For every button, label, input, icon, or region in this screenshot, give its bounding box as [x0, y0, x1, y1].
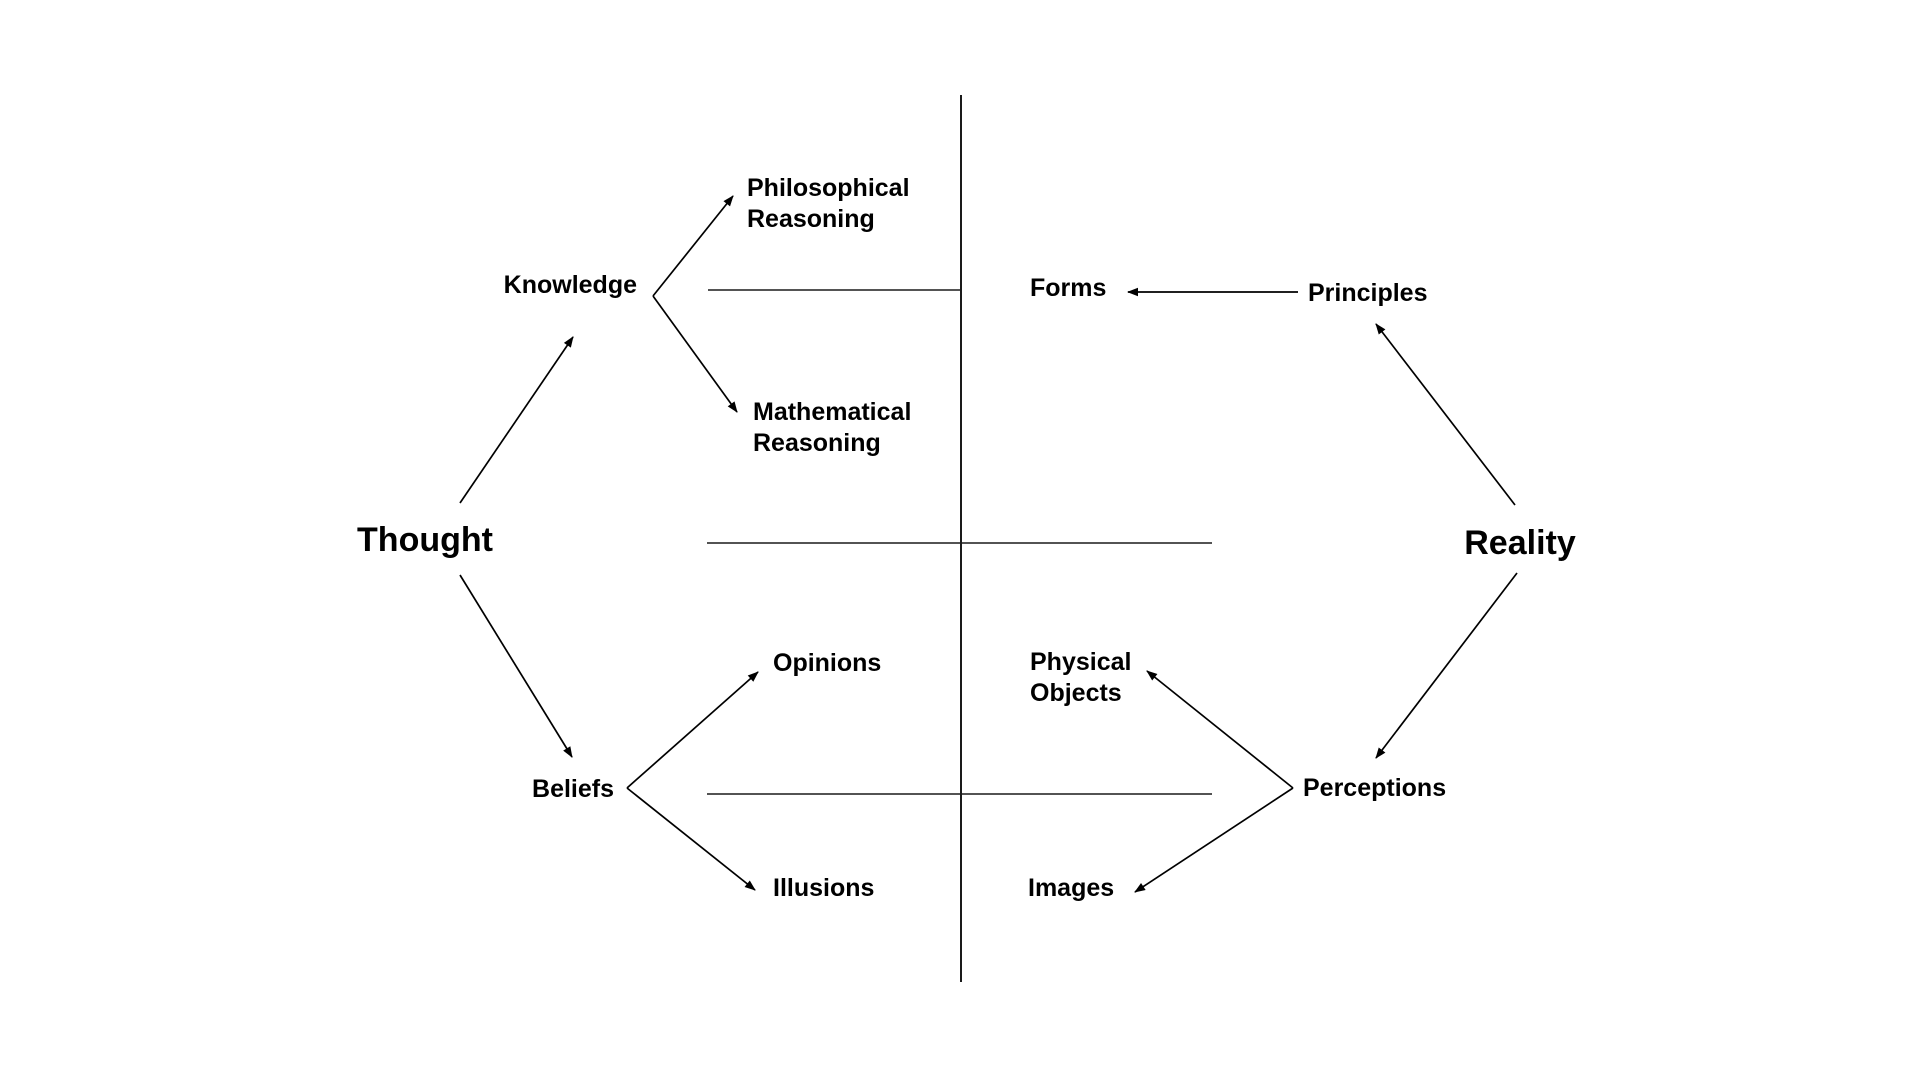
- node-label-thought: Thought: [357, 521, 493, 559]
- arrow-thought-to-knowledge: [459, 336, 574, 504]
- arrow-beliefs-to-opinions: [626, 671, 759, 789]
- node-label-illusions: Illusions: [773, 874, 874, 902]
- node-label-perceptions: Perceptions: [1303, 774, 1446, 802]
- node-label-opinions: Opinions: [773, 649, 881, 677]
- node-label-philosophical-reasoning-line2: Reasoning: [747, 205, 875, 233]
- arrow-perceptions-to-images: [1134, 787, 1294, 893]
- arrow-perceptions-to-physical-objects: [1146, 670, 1294, 789]
- node-label-images: Images: [1028, 874, 1114, 902]
- node-label-philosophical-reasoning-line1: Philosophical: [747, 174, 910, 202]
- node-label-mathematical-reasoning-line2: Reasoning: [753, 429, 881, 457]
- node-label-forms: Forms: [1030, 274, 1106, 302]
- node-label-reality: Reality: [1464, 524, 1576, 562]
- arrow-beliefs-to-illusions: [626, 787, 756, 891]
- node-label-beliefs: Beliefs: [532, 775, 614, 803]
- arrow-knowledge-to-mathematical-reasoning: [652, 295, 738, 413]
- node-label-principles: Principles: [1308, 279, 1428, 307]
- node-label-physical-objects-line1: Physical: [1030, 648, 1131, 676]
- arrow-knowledge-to-philosophical-reasoning: [652, 195, 734, 297]
- arrow-reality-to-principles: [1375, 323, 1516, 506]
- arrow-thought-to-beliefs: [459, 574, 573, 758]
- arrow-reality-to-perceptions: [1375, 572, 1518, 759]
- node-label-physical-objects-line2: Objects: [1030, 679, 1122, 707]
- node-label-mathematical-reasoning-line1: Mathematical: [753, 398, 911, 426]
- node-label-knowledge: Knowledge: [504, 271, 637, 299]
